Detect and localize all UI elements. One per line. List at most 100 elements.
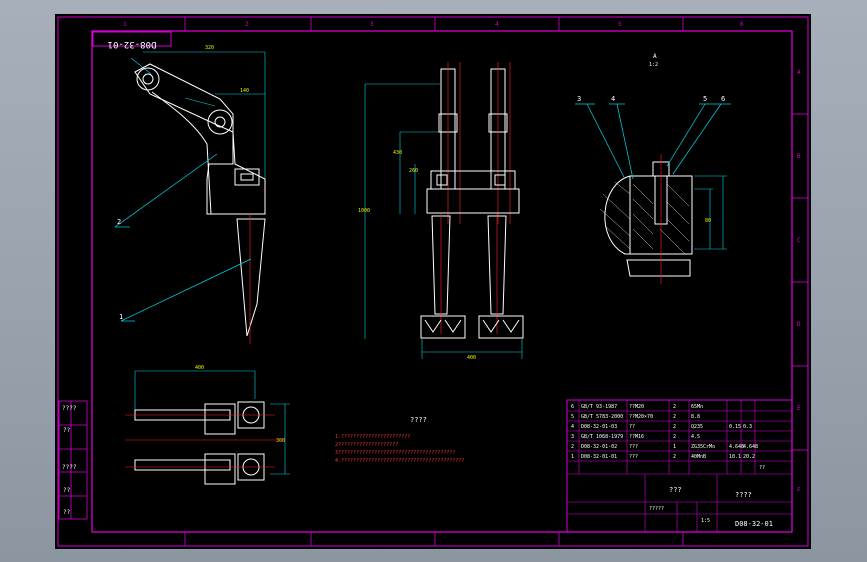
dim-front-4: 400 [467, 355, 476, 361]
side-bracket-inner [240, 173, 254, 181]
note-3: 3??????????????????????????????????????? [335, 450, 455, 456]
bom-cell-no: 1 [571, 454, 574, 460]
bom-cell-no: 4 [571, 424, 574, 430]
section-view: A 1:2 80 3 4 5 6 [575, 53, 731, 284]
bom-cell-name: ?? [629, 424, 635, 430]
zone-top-6: 6 [740, 21, 744, 28]
section-title: A [653, 53, 657, 60]
bom-cell-w2: 20.2 [743, 454, 755, 460]
front-crossbar [430, 170, 516, 190]
zone-right-a: A [797, 69, 801, 76]
leader-2: 2 [117, 218, 121, 226]
bom-cell-code: GB/T 93-1987 [581, 404, 617, 410]
bom-cell-no: 5 [571, 414, 574, 420]
dim-top-1: 400 [195, 365, 204, 371]
bom-cell-name: ??M20×70 [629, 414, 653, 420]
cad-drawing: 1 2 3 4 5 6 A B C D E F D08-32-01 ???? ?… [57, 16, 809, 547]
bom-cell-w1: 0.15 [729, 424, 741, 430]
zone-right-b: B [797, 153, 801, 160]
dim-side-2: 140 [240, 88, 249, 94]
middle-pin-outer [207, 109, 233, 135]
dim-side-1: 320 [205, 45, 214, 51]
bom-cell-qty: 2 [673, 404, 676, 410]
bom-cell-material: 40MnB [691, 454, 706, 460]
code-tag: D08-32-01 [108, 39, 157, 49]
leader-3: 3 [577, 95, 581, 103]
scale-value: 1:5 [701, 518, 710, 524]
bom-cell-material: 4.5 [691, 434, 700, 440]
notes: 1.??????????????????????? 2?????????????… [335, 434, 464, 464]
bom-cell-w2: 4.648 [743, 444, 758, 450]
zone-top-4: 4 [495, 21, 499, 28]
bom-table: 6 GB/T 93-1987 ??M20 2 65Mn 5 GB/T 5783-2000??… [566, 399, 793, 533]
inner-frame [91, 30, 793, 533]
arm-outline [134, 63, 266, 215]
note-4: 4.??????????????????????????????????????… [335, 458, 464, 464]
leader-4: 4 [611, 95, 615, 103]
bom-rows: 6 GB/T 93-1987 ??M20 2 65Mn 5 GB/T 5783-2000??… [571, 404, 758, 460]
front-tip-left [420, 315, 466, 339]
bom-cell-material: 65Mn [691, 404, 703, 410]
dim-top-2: 300 [276, 438, 285, 444]
zone-right-f: F [797, 487, 801, 494]
front-tip-right [478, 315, 524, 339]
company-name: ???? [735, 491, 752, 499]
left-side-labels: ???? ?? ???? ?? ?? [62, 405, 77, 516]
bom-cell-name: ??M20 [629, 404, 644, 410]
zone-right-d: D [797, 321, 801, 328]
zone-top-1: 1 [123, 21, 127, 28]
note-1: 1.??????????????????????? [335, 434, 410, 440]
arm-body [151, 91, 212, 215]
bom-cell-w1: 10.1 [729, 454, 741, 460]
section-left-block [604, 175, 631, 255]
hatching [599, 181, 690, 255]
left-label-1: ???? [62, 405, 77, 412]
section-lower-block [626, 259, 691, 277]
bom-cell-w1: 4.648 [729, 444, 744, 450]
zone-right-e: E [797, 405, 801, 412]
front-view: 1000 430 260 400 [358, 62, 524, 361]
side-bracket [234, 168, 260, 186]
bom-cell-code: D08-32-01-03 [581, 424, 617, 430]
drawing-sheet: 1 2 3 4 5 6 A B C D E F D08-32-01 ???? ?… [55, 14, 811, 549]
left-label-4: ?? [63, 487, 71, 494]
dim-section-1: 80 [705, 218, 711, 224]
bom-cell-no: 6 [571, 404, 574, 410]
leader-5: 5 [703, 95, 707, 103]
bom-cell-code: D08-32-01-01 [581, 454, 617, 460]
bom-cell-no: 2 [571, 444, 574, 450]
upper-pin-inner [142, 73, 154, 85]
dim-front-1: 1000 [358, 208, 370, 214]
tooth-side [236, 218, 266, 337]
outer-frame [57, 16, 809, 547]
zone-ticks [184, 17, 808, 546]
left-label-2: ?? [63, 427, 71, 434]
zone-top-3: 3 [370, 21, 374, 28]
bom-cell-qty: 2 [673, 434, 676, 440]
middle-pin-inner [214, 116, 226, 128]
side-view: 320 140 2 1 [114, 45, 266, 344]
leader-6: 6 [721, 95, 725, 103]
bom-cell-name: ??? [629, 444, 638, 450]
dim-front-2: 430 [393, 150, 402, 156]
bom-cell-code: GB/T 5783-2000 [581, 414, 623, 420]
zone-top-5: 5 [618, 21, 622, 28]
upper-pin-outer [136, 67, 160, 91]
front-tooth-left [431, 215, 451, 315]
dim-front-3: 260 [409, 168, 418, 174]
left-label-5: ?? [63, 509, 71, 516]
bom-cell-qty: 2 [673, 454, 676, 460]
left-side-boxes [58, 400, 88, 520]
section-subtitle: 1:2 [649, 62, 658, 68]
zone-labels: 1 2 3 4 5 6 A B C D E F [123, 21, 801, 494]
sheet-label: ????? [649, 506, 664, 512]
bom-cell-name: ??M16 [629, 434, 644, 440]
bom-cell-code: D08-32-01-02 [581, 444, 617, 450]
bom-cell-qty: 2 [673, 414, 676, 420]
bom-cell-qty: 2 [673, 424, 676, 430]
bom-cell-code: GB/T 1068-1979 [581, 434, 623, 440]
top-arm-2 [134, 459, 231, 471]
bom-cell-qty: 1 [673, 444, 676, 450]
zone-top-2: 2 [245, 21, 249, 28]
bom-cell-material: ZG35CrMo [691, 444, 715, 450]
